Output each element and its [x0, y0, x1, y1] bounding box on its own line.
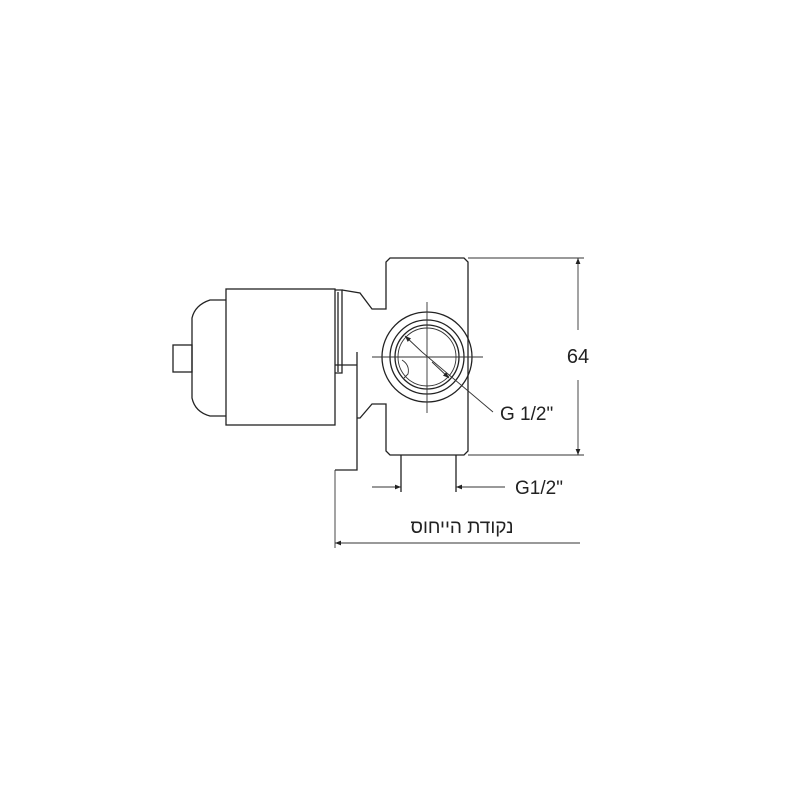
height-extension-lines — [468, 257, 584, 456]
valve-body — [341, 257, 469, 456]
reference-point-label: נקודת הייחוס — [411, 517, 514, 538]
valve-stem — [172, 344, 193, 373]
height-dimension-label: 64 — [567, 346, 589, 368]
diameter-arrow — [404, 335, 423, 353]
valve-cylinder — [225, 288, 336, 426]
bottom-thread-label: G1/2" — [515, 478, 563, 499]
valve-ring — [335, 289, 343, 374]
leader-line — [421, 351, 494, 413]
diameter-arrow — [431, 361, 450, 379]
side-thread-label: G 1/2" — [500, 404, 553, 425]
valve-cap — [191, 299, 226, 417]
center-crosshair — [372, 302, 483, 413]
bottom-port — [400, 455, 457, 492]
